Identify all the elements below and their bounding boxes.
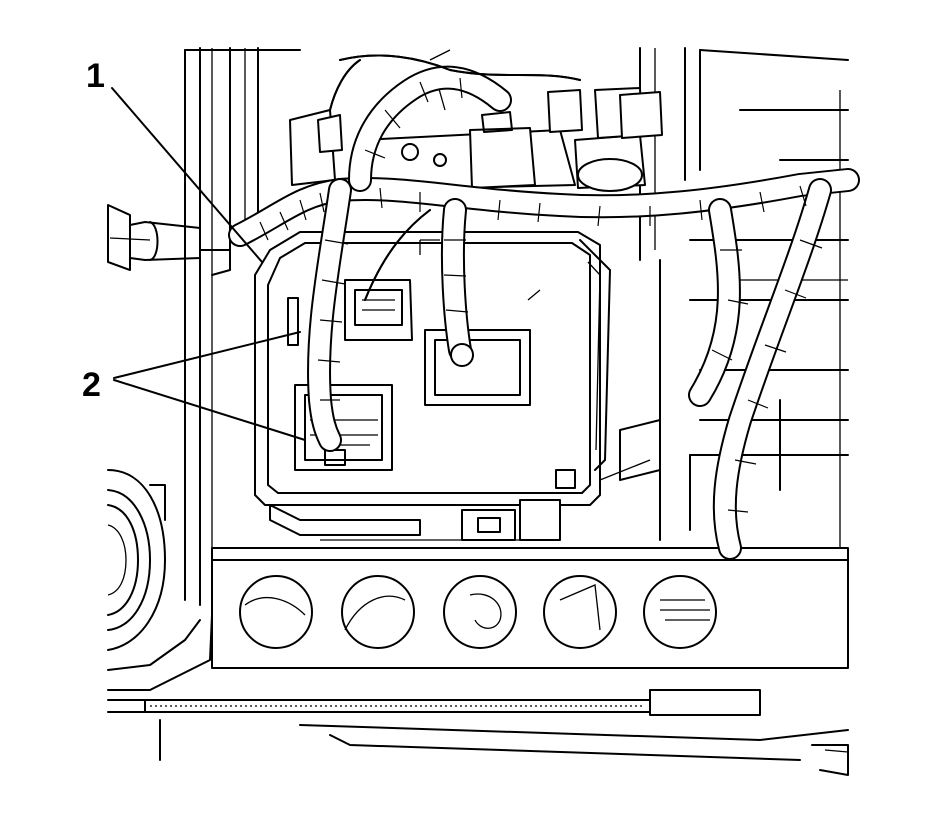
callout-1-leader — [111, 87, 263, 263]
round-component — [107, 469, 213, 691]
left-bracket — [107, 204, 231, 276]
side-connector — [424, 329, 531, 406]
leader-lines — [111, 87, 306, 441]
wiring-harness — [228, 54, 860, 560]
callout-2-leader-a — [113, 331, 301, 379]
lower-crossmember — [107, 547, 849, 776]
callout-1-label: 1 — [86, 57, 105, 95]
callout-2-label: 2 — [82, 366, 101, 404]
top-connectors — [289, 49, 663, 192]
callout-2-leader-b — [113, 379, 306, 441]
